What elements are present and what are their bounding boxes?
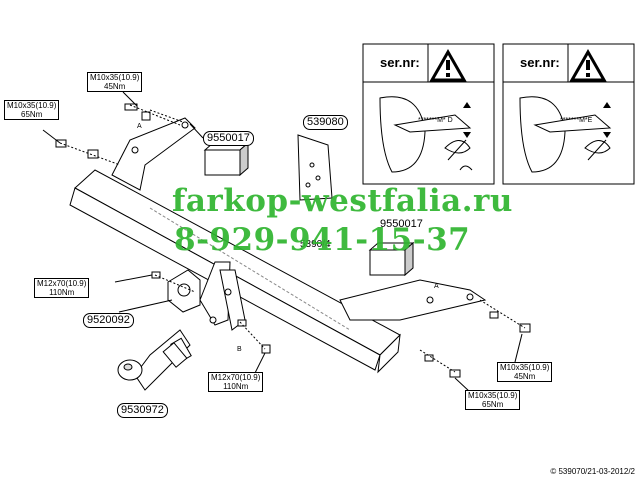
- spec-label-m12-left: M12x70(10.9) 110Nm: [34, 278, 90, 298]
- part-number-539080: 539080: [303, 115, 348, 130]
- letter-a-left: A: [137, 123, 142, 130]
- letter-a-right: A: [434, 283, 439, 290]
- copyright: © 539070/21-03-2012/2: [550, 467, 635, 476]
- part-number-5390: 5390/4: [300, 239, 331, 250]
- leader-lines: [42, 91, 523, 393]
- serial-label-right: ser.nr:: [520, 55, 560, 70]
- box-9550017-right: [368, 241, 415, 277]
- spec-label-m10-top: M10x35(10.9) 45Nm: [87, 72, 143, 92]
- watermark-phone: 8-929-941-15-37: [174, 222, 471, 258]
- serial-panel-right: [502, 43, 635, 185]
- part-number-9550017-right: 9550017: [380, 218, 423, 230]
- serial-plate-right: *******M*E: [560, 117, 593, 124]
- serial-plate-left: *******M* D: [418, 117, 453, 124]
- guide-lines: [59, 104, 526, 373]
- box-9550017-top: [203, 141, 250, 177]
- spec-label-m10-right-a: M10x35(10.9) 45Nm: [497, 362, 553, 382]
- bracket-539080: [297, 134, 333, 201]
- letter-b: B: [237, 346, 242, 353]
- part-number-9550017-top: 9550017: [203, 131, 254, 146]
- spec-label-m10-left: M10x35(10.9) 65Nm: [4, 100, 60, 120]
- part-number-9530972: 9530972: [117, 403, 168, 418]
- spec-label-m12-bottom: M12x70(10.9) 110Nm: [208, 372, 264, 392]
- bracket-left: [111, 109, 196, 191]
- bracket-right: [339, 279, 487, 321]
- watermark-site: farkop-westfalia.ru: [172, 183, 513, 219]
- spec-label-m10-right-b: M10x35(10.9) 65Nm: [465, 390, 521, 410]
- serial-label-left: ser.nr:: [380, 55, 420, 70]
- part-number-9520092: 9520092: [83, 313, 134, 328]
- serial-panel-left: [362, 43, 495, 185]
- ball-tube: [162, 342, 188, 368]
- socket-plate: [167, 269, 201, 313]
